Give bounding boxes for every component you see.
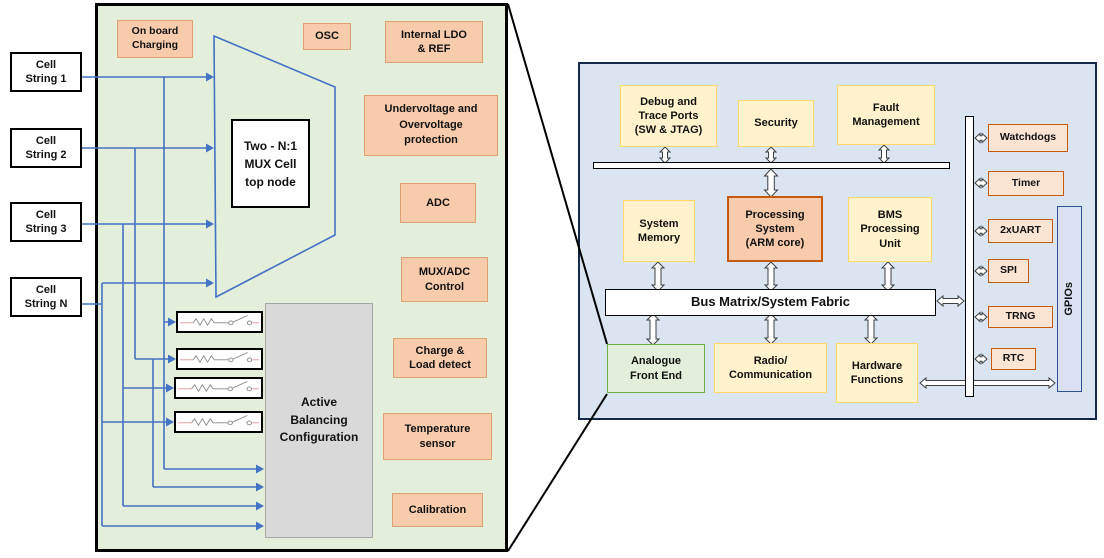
uv-ov-protection-block: Undervoltage and Overvoltage protection <box>364 95 498 156</box>
system-memory-block: System Memory <box>623 200 695 262</box>
bms-processing-unit-block: BMS Processing Unit <box>848 197 932 262</box>
cell-string-n: Cell String N <box>10 277 82 317</box>
watchdogs-block: Watchdogs <box>988 124 1068 152</box>
active-balancing-block: Active Balancing Configuration <box>265 303 373 538</box>
radio-communication-block: Radio/ Communication <box>714 343 827 393</box>
switch-icon <box>179 352 260 364</box>
spi-block: SPI <box>988 259 1029 283</box>
balancing-switch-3 <box>174 377 263 399</box>
temperature-sensor-block: Temperature sensor <box>383 413 492 460</box>
cell-string-1: Cell String 1 <box>10 52 82 92</box>
cell-string-3: Cell String 3 <box>10 202 82 242</box>
on-board-charging-block: On board Charging <box>117 20 193 58</box>
timer-block: Timer <box>988 171 1064 196</box>
balancing-switch-1 <box>176 311 263 333</box>
internal-ldo-ref-block: Internal LDO & REF <box>385 21 483 63</box>
peripheral-bus-bar <box>965 116 974 397</box>
security-block: Security <box>738 100 814 147</box>
rtc-block: RTC <box>991 348 1036 370</box>
switch-icon <box>179 315 260 327</box>
uart-block: 2xUART <box>988 219 1053 243</box>
gpios-block: GPIOs <box>1057 206 1082 392</box>
osc-block: OSC <box>303 23 351 50</box>
debug-bus-bar <box>593 162 950 169</box>
switch-icon <box>177 415 260 427</box>
switch-icon <box>177 381 260 393</box>
analogue-front-end-block: Analogue Front End <box>607 344 705 393</box>
adc-block: ADC <box>400 183 476 223</box>
cell-string-2: Cell String 2 <box>10 128 82 168</box>
processing-system-block: Processing System (ARM core) <box>727 196 823 262</box>
balancing-switch-4 <box>174 411 263 433</box>
gpios-label: GPIOs <box>1063 282 1076 316</box>
mux-label-box: Two - N:1 MUX Cell top node <box>231 119 310 208</box>
calibration-block: Calibration <box>392 493 483 527</box>
hardware-functions-block: Hardware Functions <box>836 343 918 403</box>
fault-management-block: Fault Management <box>837 85 935 145</box>
mux-adc-control-block: MUX/ADC Control <box>401 257 488 302</box>
debug-trace-block: Debug and Trace Ports (SW & JTAG) <box>620 85 717 147</box>
bus-matrix-block: Bus Matrix/System Fabric <box>605 289 936 316</box>
charge-load-detect-block: Charge & Load detect <box>393 338 487 378</box>
balancing-switch-2 <box>176 348 263 370</box>
trng-block: TRNG <box>988 306 1053 328</box>
